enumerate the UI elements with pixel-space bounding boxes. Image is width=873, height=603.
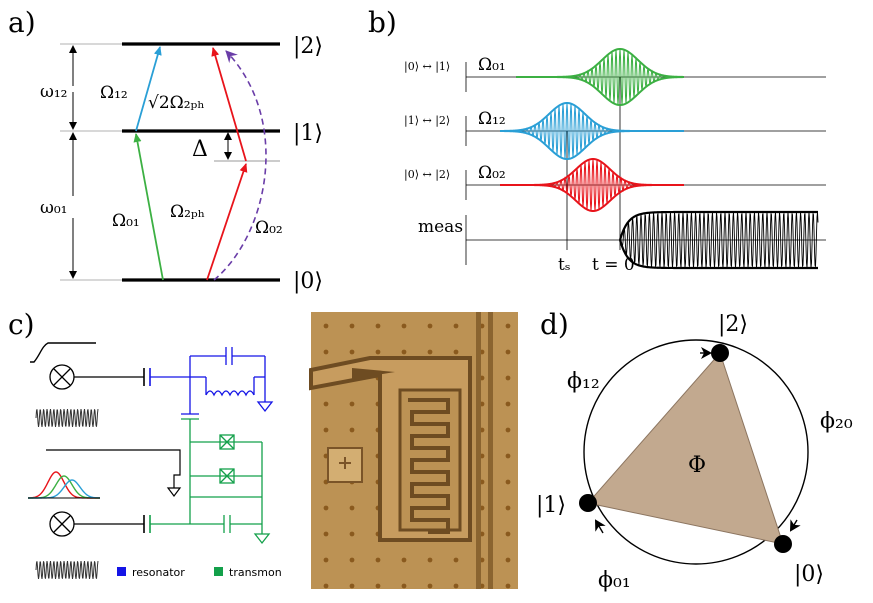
state-0-label: |0⟩: [794, 562, 824, 587]
carrier-waveform-icon-top: [35, 408, 99, 428]
chip-feedline-gap: [476, 312, 481, 589]
pulse-omega01-envelope: [516, 47, 685, 107]
flux-triangle: [587, 352, 784, 545]
pulse-omega12-envelope: [500, 101, 684, 161]
carrier-waveform-icon-bottom: [35, 560, 99, 580]
phase-direction-arrow-01: [594, 519, 606, 534]
state-2-label: |2⟩: [718, 312, 748, 337]
meas-label: meas: [418, 217, 463, 237]
panel-label-d: d): [540, 308, 569, 341]
phase-circle: [583, 339, 809, 565]
legend-transmon-label: transmon: [229, 566, 282, 579]
state-1-label: |1⟩: [536, 493, 566, 518]
mixer-cross: [53, 515, 71, 533]
panel-label-c: c): [8, 308, 35, 341]
channel-01-transition: |0⟩ ↔ |1⟩: [404, 60, 450, 74]
state-1-node: [579, 494, 597, 512]
omega02-dashed-arrow: [213, 50, 267, 281]
two-photon-arrow-upper: [211, 47, 247, 162]
level-0-label: |0⟩: [293, 269, 323, 294]
panel-label-a: a): [8, 6, 36, 39]
phase-20-label: ϕ₂₀: [820, 409, 853, 434]
panel-a-level-diagram: |2⟩ |1⟩ |0⟩ ω₁₂ ω₀₁ Δ Ω₁₂ Ω₀₁ Ω₀₂ Ω₂ₚₕ √…: [40, 34, 323, 294]
phase-direction-arrow-20: [789, 519, 801, 532]
omega12-transition-label: Ω₁₂: [100, 83, 128, 103]
measurement-pulse: [619, 211, 819, 269]
two-photon-arrow-lower: [206, 163, 248, 281]
channel-12-transition: |1⟩ ↔ |2⟩: [404, 114, 450, 128]
panel-label-b: b): [368, 6, 397, 39]
omega02-transition-label: Ω₀₂: [255, 218, 283, 238]
chip-micrograph: [309, 312, 518, 589]
measurement-pulse-envelope: [618, 210, 818, 270]
panel-d-phase-diagram: |2⟩ |1⟩ |0⟩ ϕ₁₂ ϕ₂₀ ϕ₀₁ Φ: [536, 312, 853, 593]
channel-02-rabi: Ω₀₂: [478, 163, 506, 183]
state-2-node: [711, 344, 729, 362]
pulse-omega02-envelope: [500, 157, 684, 213]
legend-transmon-swatch: [214, 567, 223, 576]
panel-b-pulse-sequence: |0⟩ ↔ |1⟩ Ω₀₁ |1⟩ ↔ |2⟩ Ω₁₂ |0⟩ ↔ |2⟩ Ω₀…: [404, 47, 826, 275]
flux-ground-icon: [166, 487, 182, 497]
flux-label: Φ: [688, 453, 706, 478]
omega01-transition-arrow: [133, 133, 164, 281]
transmon-circuit: [150, 418, 271, 545]
mixer-cross: [53, 368, 71, 386]
ts-label: tₛ: [558, 255, 571, 275]
flux-line: [46, 449, 181, 488]
chip-junction: [339, 457, 351, 469]
legend-resonator-label: resonator: [132, 566, 185, 579]
chip-coupler-taper: [352, 368, 395, 379]
phase-12-label: ϕ₁₂: [567, 369, 600, 394]
channel-02-transition: |0⟩ ↔ |2⟩: [404, 168, 450, 182]
two-photon-label: Ω₂ₚₕ: [170, 202, 205, 222]
chip-meander-resonator: [408, 398, 450, 534]
t0-label: t = 0: [592, 255, 635, 275]
omega12-transition-arrow: [135, 46, 162, 132]
omega01-transition-label: Ω₀₁: [112, 211, 140, 231]
channel-01-rabi: Ω₀₁: [478, 55, 506, 75]
legend-resonator-swatch: [117, 567, 126, 576]
resonator-circuit: [150, 347, 274, 415]
channel-12-rabi: Ω₁₂: [478, 109, 506, 129]
step-waveform-icon: [30, 342, 96, 363]
omega01-label: ω₀₁: [40, 198, 68, 218]
delta-label: Δ: [192, 137, 208, 162]
phase-01-label: ϕ₀₁: [598, 568, 631, 593]
level-1-label: |1⟩: [293, 121, 323, 146]
two-photon-full-label: √2Ω₂ₚₕ: [148, 93, 205, 113]
state-0-node: [774, 535, 792, 553]
panel-c-circuit: resonator transmon: [27, 342, 282, 580]
omega12-label: ω₁₂: [40, 82, 68, 102]
chip-feedline-gap: [488, 312, 493, 589]
level-2-label: |2⟩: [293, 34, 323, 59]
